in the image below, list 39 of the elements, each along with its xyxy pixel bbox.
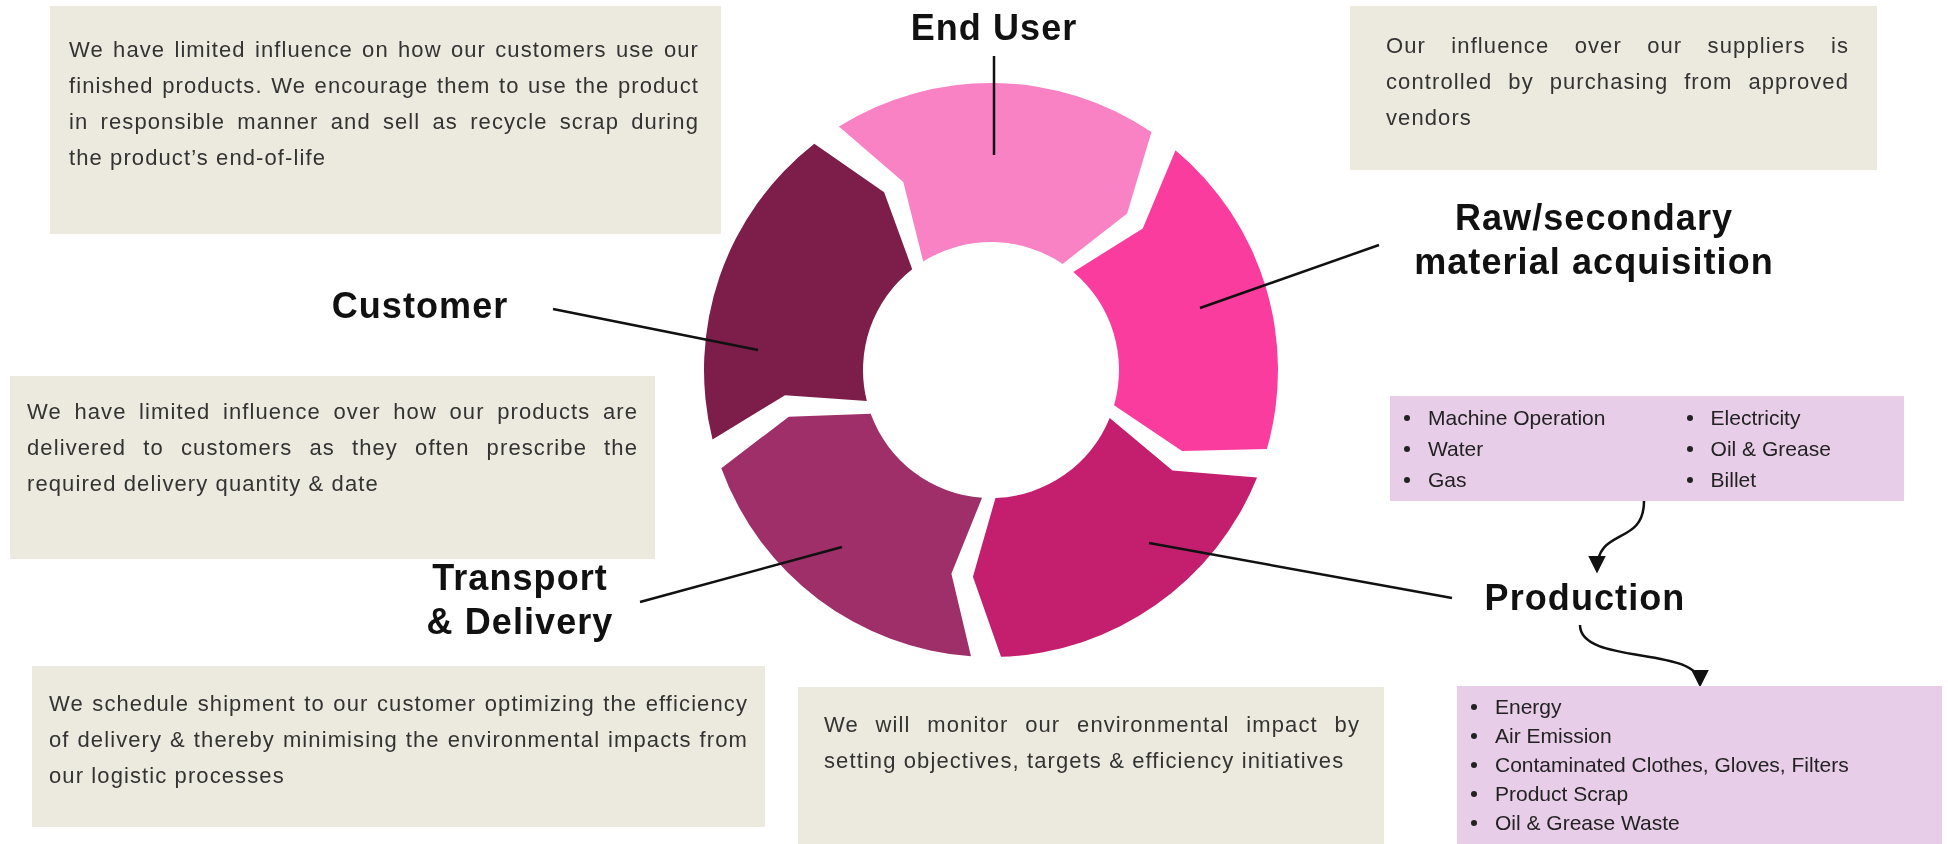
text: We have limited influence on how our customers use our finished products. We encourage them to use the product in responsible manner and sell as recycle scrap during the product’s end-of-life xyxy=(69,36,699,172)
note-box xyxy=(50,6,721,234)
leader-line xyxy=(552,307,759,352)
ring-arrow-segment xyxy=(838,83,1152,264)
text: Gas xyxy=(1428,467,1467,493)
text: Our influence over our suppliers is controlled by purchasing from approved vendors xyxy=(1386,32,1849,132)
text: Air Emission xyxy=(1495,723,1612,749)
text: Transport & Delivery xyxy=(425,556,615,644)
bullet-list-box xyxy=(1390,396,1904,501)
text: Oil & Grease xyxy=(1710,436,1831,462)
text: Billet xyxy=(1710,467,1757,493)
text: Product Scrap xyxy=(1495,781,1629,807)
text: Energy xyxy=(1495,694,1562,720)
text: Machine Operation xyxy=(1428,405,1606,431)
text: Production xyxy=(1483,576,1687,620)
bullet-list-box xyxy=(1457,686,1942,844)
text: Oil & Grease Waste xyxy=(1495,810,1680,836)
note-box xyxy=(10,376,655,559)
leader-line xyxy=(992,56,996,155)
text: Raw/secondary material acquisition xyxy=(1413,196,1775,284)
text: End User xyxy=(909,6,1079,50)
leader-line xyxy=(639,545,843,604)
leader-line xyxy=(1199,243,1380,310)
leader-line xyxy=(1148,541,1453,600)
text: Electricity xyxy=(1710,405,1801,431)
note-box xyxy=(1350,6,1877,170)
text: Contaminated Clothes, Gloves, Filters xyxy=(1495,752,1849,778)
text: Customer xyxy=(330,284,510,328)
ring-arrow-segment xyxy=(704,143,913,440)
text: We have limited influence over how our products are delivered to customers as they often prescribe the required delivery quantity & date xyxy=(27,398,638,498)
ring-arrow-segment xyxy=(972,417,1258,657)
ring-arrow-segment xyxy=(1073,150,1278,452)
curved-arrow xyxy=(1589,500,1646,574)
note-box xyxy=(32,666,765,827)
note-box xyxy=(798,687,1384,844)
text: We schedule shipment to our customer optimizing the efficiency of delivery & thereby minimising the environmental impacts from our logistic processes xyxy=(49,690,748,790)
ring-arrow-segment xyxy=(721,413,983,657)
text: Water xyxy=(1428,436,1484,462)
text: We will monitor our environmental impact by setting objectives, targets & efficiency initiatives xyxy=(824,711,1360,775)
